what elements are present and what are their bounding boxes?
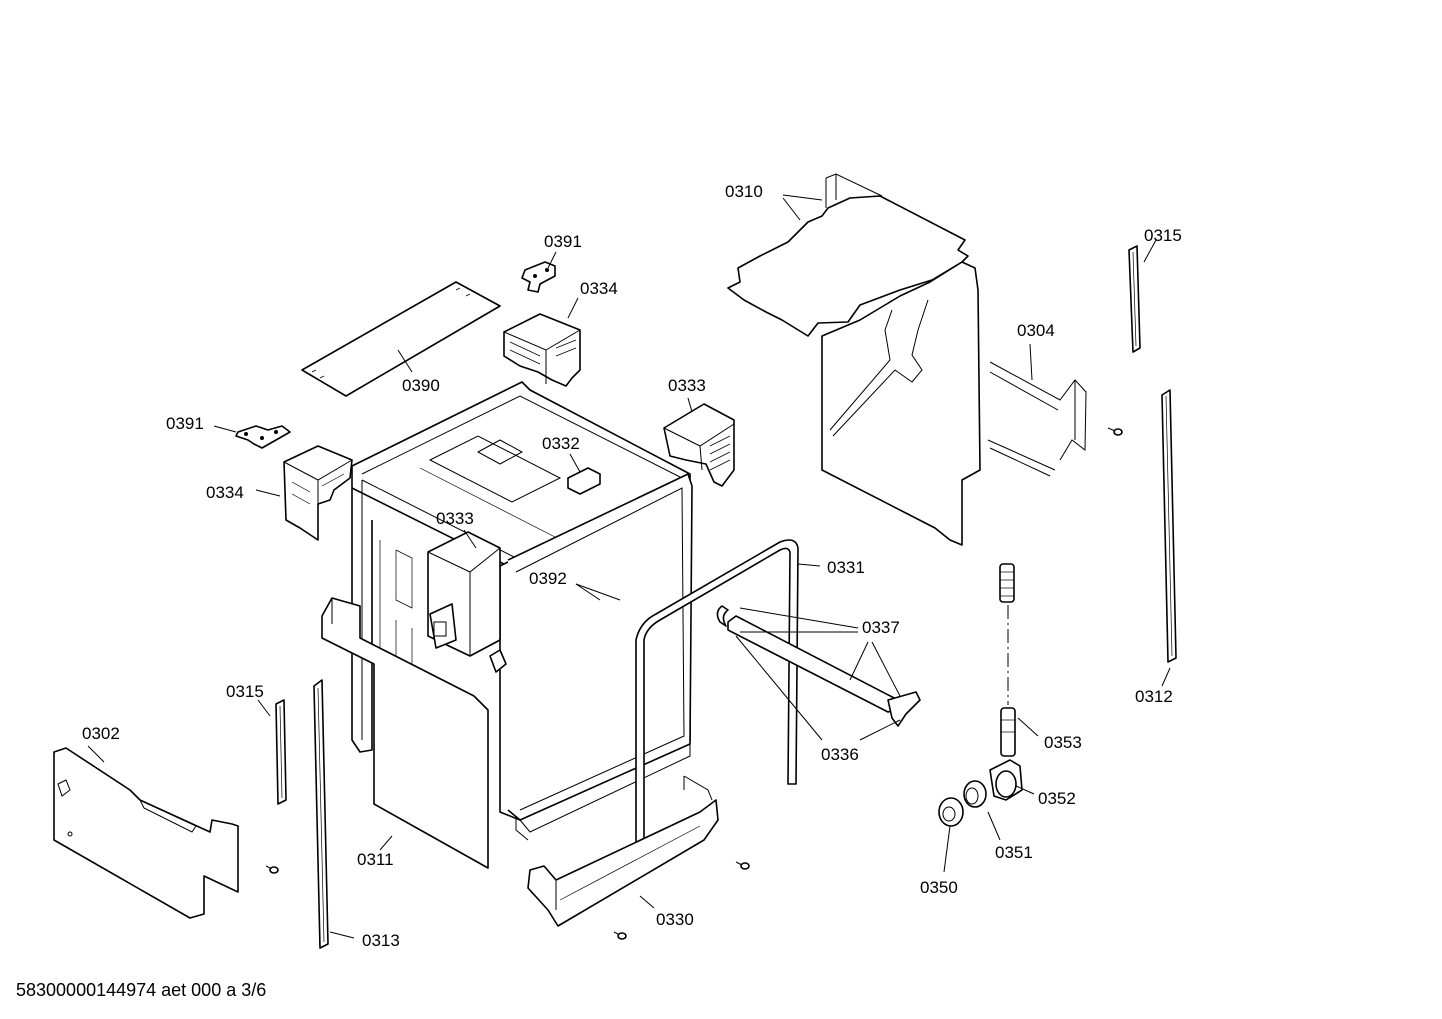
part-0334-left-housing	[283, 445, 353, 541]
label-0330: 0330	[656, 910, 694, 929]
screw-mid	[735, 861, 750, 870]
part-0313-long-strip	[313, 679, 329, 949]
screw-bottom	[613, 931, 627, 940]
part-0315-left-strip	[275, 699, 287, 805]
label-0334-top: 0334	[580, 279, 618, 298]
label-0313: 0313	[362, 931, 400, 950]
label-0312: 0312	[1135, 687, 1173, 706]
label-0391-top: 0391	[544, 232, 582, 251]
label-0315-left: 0315	[226, 682, 264, 701]
part-0337-rail	[716, 605, 921, 727]
label-0333-mid: 0333	[436, 509, 474, 528]
label-0331: 0331	[827, 558, 865, 577]
label-0334-left: 0334	[206, 483, 244, 502]
label-0350: 0350	[920, 878, 958, 897]
label-0310: 0310	[725, 182, 763, 201]
screw-right	[1107, 427, 1123, 436]
part-0351-nut	[963, 780, 987, 808]
label-0392: 0392	[529, 569, 567, 588]
label-0311: 0311	[357, 850, 394, 869]
part-0353-hose	[999, 563, 1016, 757]
label-0302: 0302	[82, 724, 120, 743]
label-0336: 0336	[821, 745, 859, 764]
part-0330-kickplate	[527, 775, 719, 927]
part-0315-right-strip	[1128, 245, 1141, 353]
part-0391-top-bracket	[521, 261, 556, 293]
part-0352-elbow	[989, 759, 1023, 801]
document-reference: 58300000144974 aet 000 a 3/6	[16, 980, 267, 1000]
label-0304: 0304	[1017, 321, 1055, 340]
label-0337: 0337	[862, 618, 900, 637]
part-0302-base-plate	[53, 747, 239, 919]
part-0350-cap	[938, 797, 964, 827]
part-0391-left-bracket	[235, 425, 291, 449]
leader-lines	[87, 194, 1171, 939]
screw-left	[265, 865, 279, 874]
label-0315-right: 0315	[1144, 226, 1182, 245]
part-0304-side-panel	[821, 261, 1087, 546]
part-0310-top-cover	[727, 173, 969, 337]
label-0351: 0351	[995, 843, 1033, 862]
part-0334-top-housing	[503, 313, 581, 387]
label-0352: 0352	[1038, 789, 1076, 808]
label-0332: 0332	[542, 434, 580, 453]
label-0391-left: 0391	[166, 414, 204, 433]
label-0333-top: 0333	[668, 376, 706, 395]
part-0333-right-housing	[663, 403, 735, 487]
label-0353: 0353	[1044, 733, 1082, 752]
part-0390-plate	[301, 281, 501, 397]
part-0312-long-strip	[1161, 389, 1177, 663]
label-0390: 0390	[402, 376, 440, 395]
part-labels: 0310 0391 0334 0390 0391 0334 0332 0333 …	[82, 182, 1182, 950]
part-0331-gasket	[635, 539, 799, 859]
part-0311-front-panel	[321, 597, 507, 869]
